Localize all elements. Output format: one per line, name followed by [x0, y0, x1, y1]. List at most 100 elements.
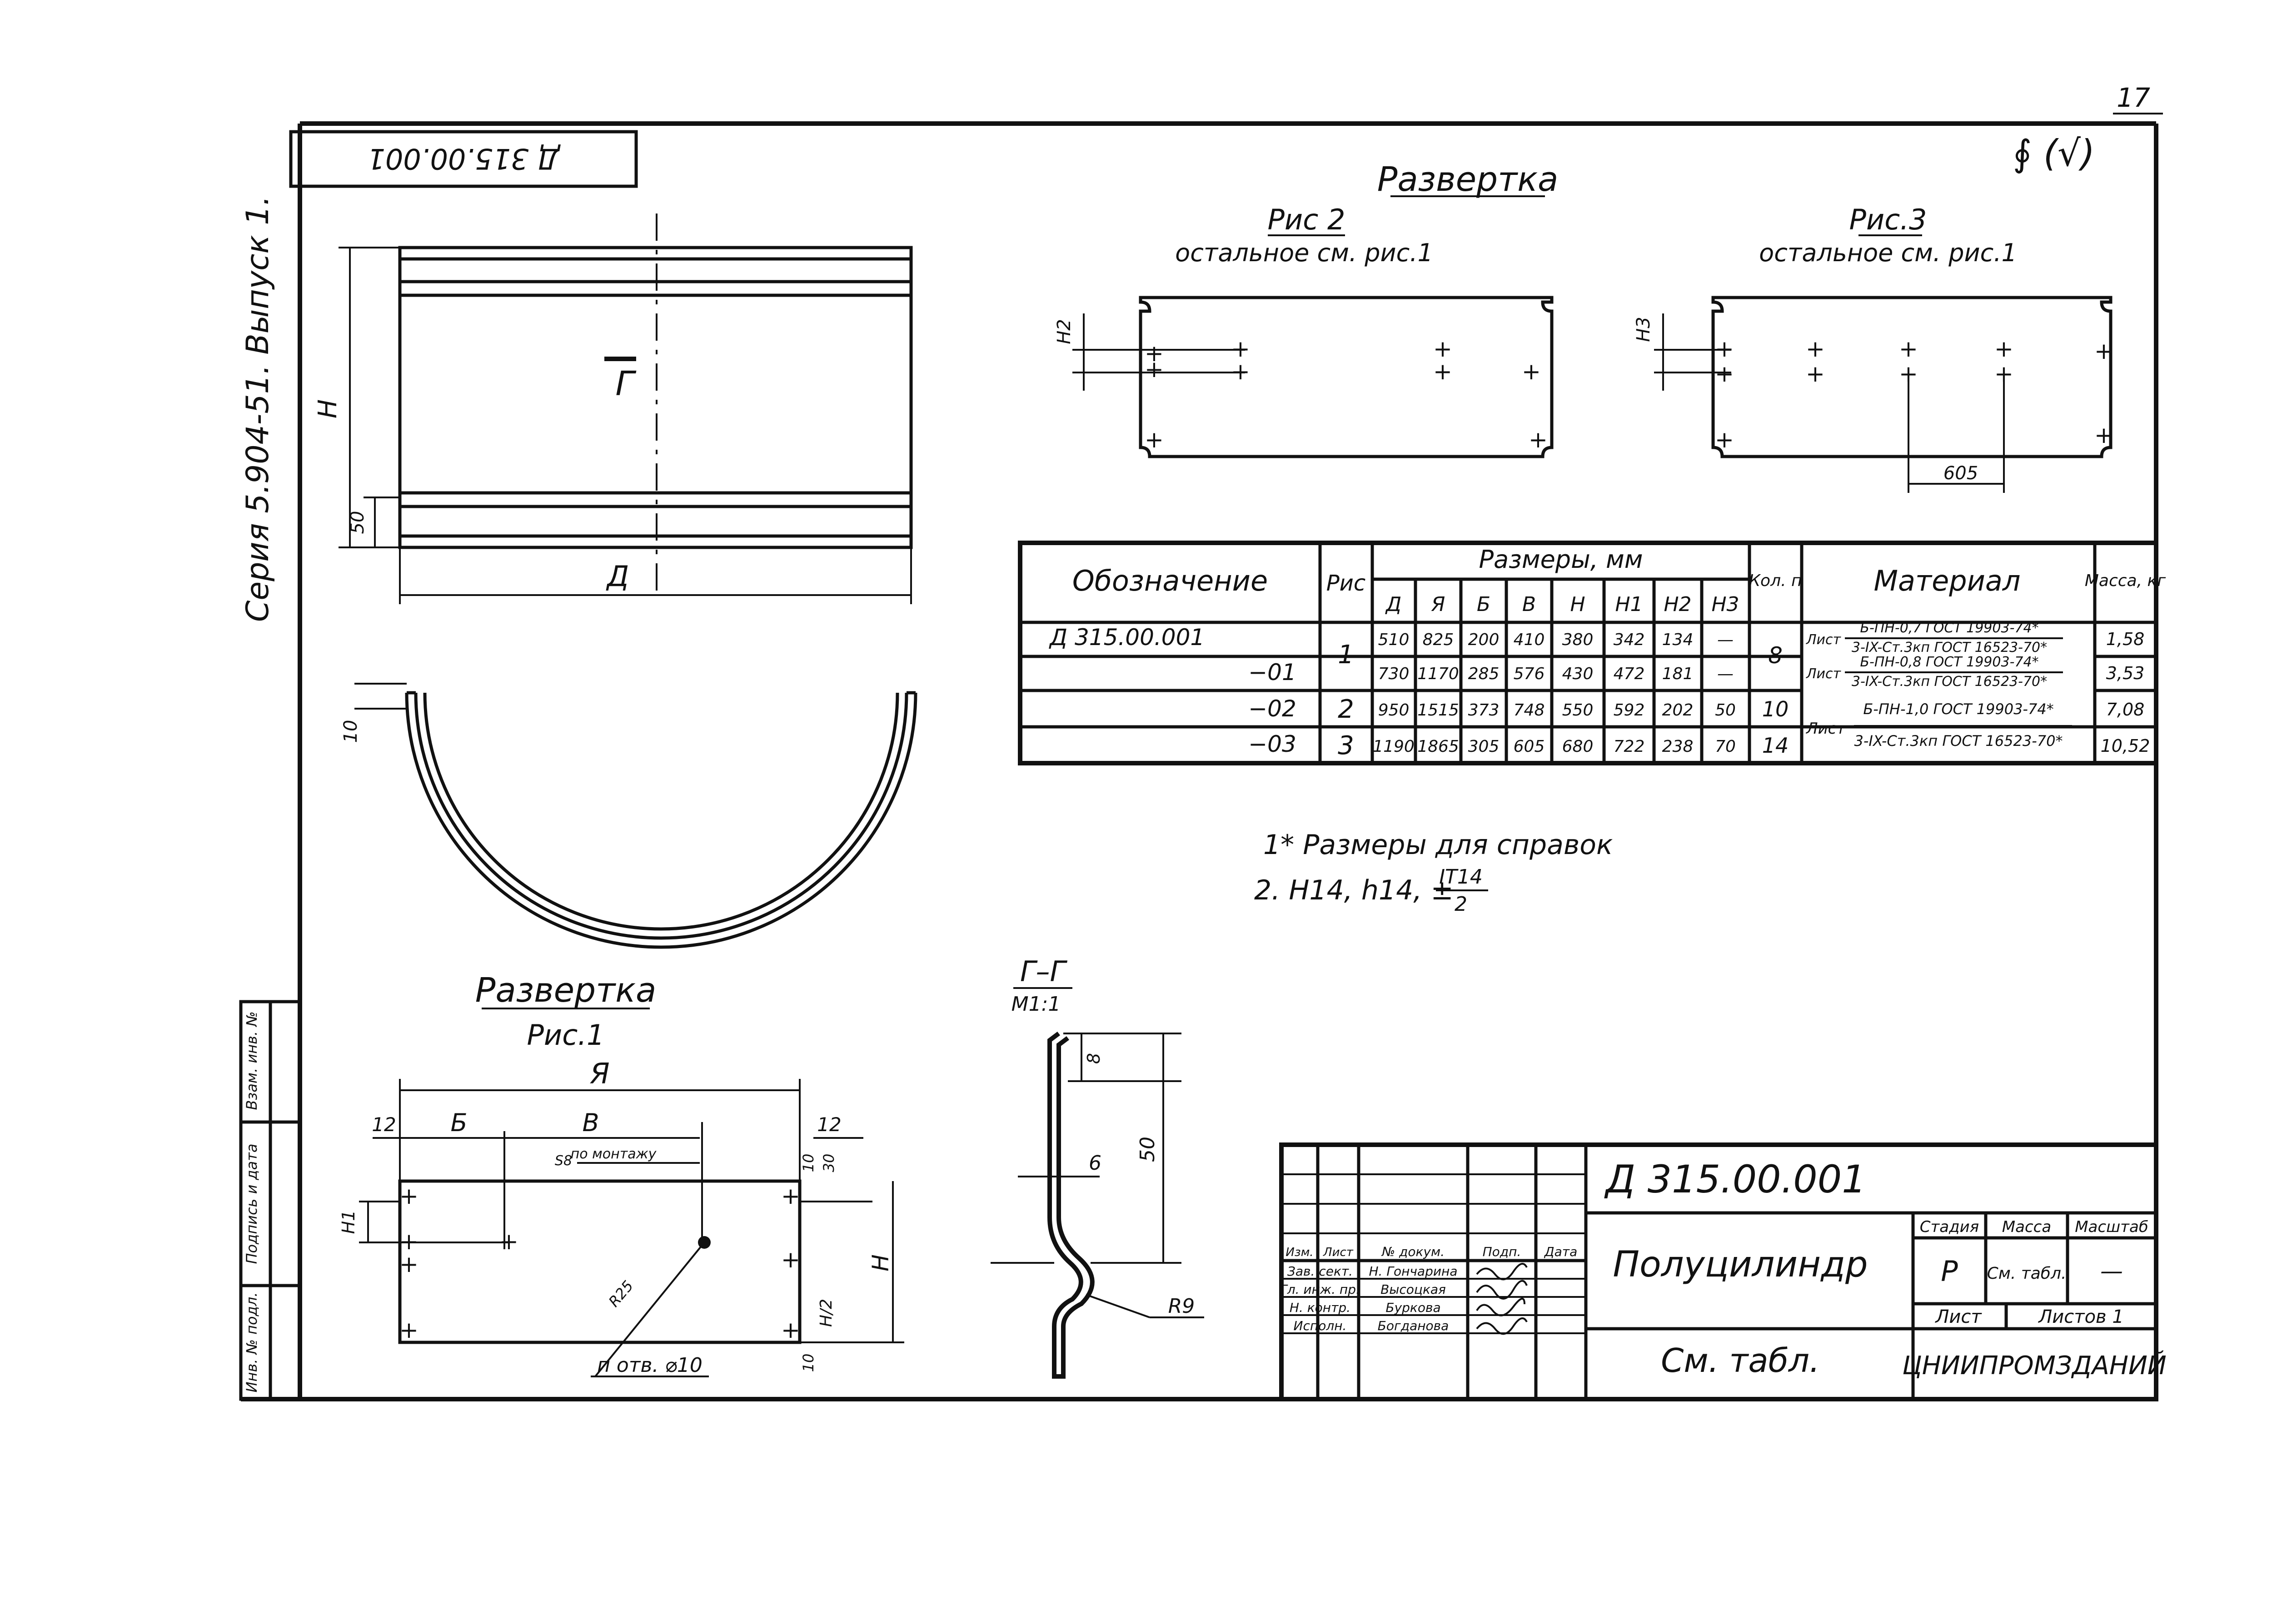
svg-text:+: +: [1433, 358, 1452, 385]
note-2: 2. H14, h14, ±: [1254, 874, 1454, 906]
section-title: Г–Г: [1020, 955, 1068, 988]
th-dim-H2: H2: [1664, 593, 1691, 616]
fig1-dim-10-bottom: 10: [800, 1354, 817, 1372]
fig1-dim-h1: H1: [339, 1210, 359, 1234]
title-block-grid: [1279, 1142, 2158, 1401]
svg-text:+: +: [399, 1317, 419, 1343]
dim-D-front: Д: [606, 560, 629, 593]
tb-stage-header: Стадия: [1920, 1218, 1979, 1236]
row0-v0: 510: [1378, 631, 1410, 649]
tb-hdr-data: Дата: [1544, 1244, 1578, 1259]
row1-v1: 1170: [1417, 665, 1459, 683]
row2-designation: −02: [1248, 695, 1296, 722]
row1-v6: 181: [1662, 665, 1694, 683]
th-material: Материал: [1873, 564, 2020, 597]
row1-designation: −01: [1248, 659, 1296, 685]
section-profile: [991, 1032, 1204, 1379]
mat2-bottom: 3-IX-Ст.3кп ГОСТ 16523-70*: [1854, 732, 2063, 750]
mat0-top: Б-ПН-0,7 ГОСТ 19903-74*: [1860, 620, 2038, 636]
front-view: [339, 214, 913, 604]
row2-qty: 10: [1762, 697, 1789, 721]
row0-designation: Д 315.00.001: [1049, 624, 1205, 651]
svg-text:+: +: [1994, 336, 2013, 362]
row0-fig: 1: [1338, 640, 1354, 670]
fig3-dim-h3: H3: [1633, 317, 1654, 342]
row1-v0: 730: [1378, 665, 1410, 683]
note-2-numerator: IT14: [1439, 865, 1483, 889]
tb-role-3: Исполн.: [1294, 1318, 1347, 1333]
row3-v6: 238: [1662, 737, 1694, 756]
fig3-title: Рис.3: [1849, 203, 1927, 236]
row3-v1: 1865: [1417, 737, 1459, 756]
th-dim-B: Б: [1477, 593, 1490, 616]
row3-v0: 1190: [1373, 737, 1415, 756]
spec-table-grid: [1018, 541, 2158, 765]
tb-name: Полуцилиндр: [1613, 1244, 1868, 1285]
tb-code: Д 315.00.001: [1604, 1157, 1866, 1202]
page-number: 17: [2117, 82, 2150, 113]
svg-text:+: +: [1899, 336, 1918, 362]
fig3-sheet: + + + + + + + + + + +: [1654, 296, 2113, 493]
tb-scale-header: Масштаб: [2075, 1218, 2148, 1236]
fig1-dim-A: Я: [589, 1057, 609, 1090]
semicircle-view: [354, 683, 917, 949]
row3-fig: 3: [1338, 731, 1354, 760]
fig1-dim-H: H: [867, 1254, 894, 1271]
tb-person-1: Высоцкая: [1380, 1282, 1446, 1297]
note-1: 1* Размеры для справок: [1263, 829, 1613, 861]
svg-text:+: +: [1145, 427, 1164, 453]
row0-mass: 1,58: [2106, 629, 2145, 649]
tb-hdr-doc: № докум.: [1381, 1244, 1445, 1259]
mat1-label: Лист: [1806, 666, 1842, 682]
row0-qty: 8: [1768, 642, 1783, 669]
section-mark-g: Г: [615, 364, 637, 403]
signature-3: [1476, 1317, 1528, 1335]
row3-designation: −03: [1248, 731, 1296, 757]
svg-text:+: +: [1145, 340, 1164, 367]
fig1-dim-B: Б: [450, 1108, 467, 1137]
tb-stage: Р: [1941, 1255, 1958, 1288]
th-mass: Масса, кг: [2085, 571, 2166, 590]
row2-fig: 2: [1338, 695, 1354, 724]
th-dims: Размеры, мм: [1479, 545, 1643, 574]
fig2-note: остальное см. рис.1: [1175, 238, 1433, 267]
row0-v2: 200: [1468, 631, 1500, 649]
fig1-caption: Рис.1: [527, 1018, 605, 1052]
spec-table-header: Обозначение Рис Размеры, мм Д Я Б В H H1…: [1072, 545, 2166, 616]
stamp-vzam-inv: Взам. инв. №: [243, 1011, 260, 1110]
tb-person-3: Богданова: [1378, 1318, 1449, 1333]
side-approval-stamp: Инв. № подл. Подпись и дата Взам. инв. №: [239, 1000, 302, 1401]
th-dim-H3: H3: [1711, 593, 1739, 616]
title-block-content: Изм. Лист № докум. Подп. Дата Зав. сект.…: [1280, 1157, 2167, 1381]
fig2-dim-h2: H2: [1054, 319, 1075, 344]
tb-role-2: Н. контр.: [1290, 1300, 1350, 1315]
svg-text:+: +: [1806, 361, 1825, 387]
th-dim-V: В: [1522, 593, 1536, 616]
section-dim-50: 50: [1136, 1137, 1159, 1162]
fig3-dim-605: 605: [1943, 463, 1978, 484]
section-dim-6: 6: [1089, 1152, 1101, 1175]
tb-hdr-list: Лист: [1323, 1246, 1354, 1259]
signature-0: [1476, 1263, 1528, 1281]
dim-50-front: 50: [347, 511, 368, 534]
tb-sheets: Листов 1: [2038, 1306, 2124, 1327]
th-dim-A: Я: [1431, 593, 1445, 616]
tb-org: ЦНИИПРОМЗДАНИЙ: [1902, 1351, 2167, 1381]
row0-v4: 380: [1562, 631, 1594, 649]
fig1-dim-V: В: [582, 1108, 599, 1137]
row1-v4: 430: [1562, 665, 1594, 683]
drawing-frame: [241, 113, 2163, 1401]
series-label: Серия 5.904-51. Выпуск 1.: [240, 196, 276, 622]
svg-text:+: +: [1433, 336, 1452, 362]
th-dim-D: Д: [1385, 593, 1401, 616]
fig1-dim-H-half: H/2: [817, 1299, 836, 1327]
razvertka-title-top: Развертка: [1377, 160, 1559, 199]
svg-text:+: +: [399, 1251, 419, 1277]
fig1-note-montazh: по монтажу: [571, 1146, 657, 1162]
mat2-top: Б-ПН-1,0 ГОСТ 19903-74*: [1863, 700, 2053, 718]
signature-2: [1476, 1298, 1525, 1316]
svg-text:+: +: [2094, 422, 2113, 448]
dim-10-arc: 10: [340, 720, 361, 743]
row0-v3: 410: [1514, 631, 1545, 649]
